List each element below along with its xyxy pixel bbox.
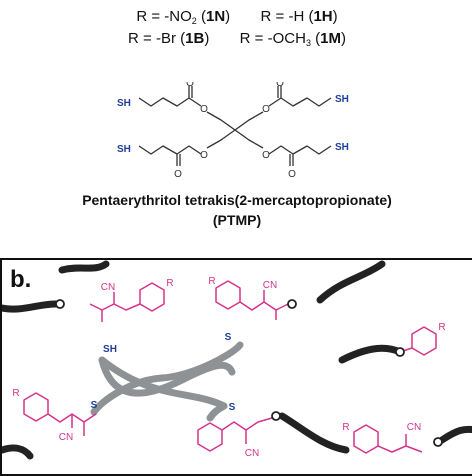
carbonyl-oxygen: O [186,82,194,89]
crosslinker-arm [206,402,228,422]
ester-oxygen-node [395,347,405,357]
ester-oxygen: O [262,150,270,161]
ester-oxygen: O [200,104,208,115]
r-label: R [166,278,173,289]
phenyl-ring [411,326,437,356]
carbonyl-oxygen: O [288,169,296,180]
network-panel: R CN R CN R CN CN R R CN SH S S S b. [0,258,472,476]
phenyl-ring [215,280,241,310]
r-group-line-2: R = -Br (1B) R = -OCH3 (1M) [0,30,474,48]
nitrile-label: CN [263,280,277,291]
ptmp-structure: O O O O O O O O SH SH SH SH [117,82,349,180]
phenyl-ring [139,282,165,312]
crosslinker-arm [98,356,228,410]
ester-oxygen-node [271,411,281,421]
ester-oxygen: O [200,150,208,161]
thiol-label: SH [335,94,349,105]
compound-name: Pentaerythritol tetrakis(2-mercaptopropi… [82,192,392,208]
phenyl-ring [23,392,49,422]
thiol-label: SH [117,98,131,109]
carbonyl-oxygen: O [174,169,182,180]
crosslinker-arm [98,356,236,397]
phenyl-ring [353,424,379,454]
polymer-chain [278,412,350,454]
thiol-label: SH [117,144,131,155]
compound-abbreviation: (PTMP) [212,212,262,228]
r-label: R [208,276,215,287]
polymer-chain [338,344,404,364]
ester-oxygen-node [433,437,443,447]
phenyl-ring [197,422,223,452]
ester-oxygen-node [287,299,297,309]
r-group-hydrogen: R = -H (1H) [260,8,338,25]
nitrile-label: CN [101,282,115,293]
polymer-chain [316,260,386,304]
ester-oxygen-node [55,299,65,309]
nitrile-label: CN [245,448,259,459]
polymer-chain [438,425,472,444]
r-group-bromo: R = -Br (1B) [128,30,210,47]
r-group-methoxy: R = -OCH3 (1M) [239,30,346,48]
r-label: R [12,388,19,399]
polymer-chain [2,300,60,313]
r-group-line-1: R = -NO2 (1N) R = -H (1H) [0,8,474,26]
r-group-nitro: R = -NO2 (1N) [136,8,231,26]
thioether-label: S [229,402,236,413]
r-label: R [342,422,349,433]
nitrile-label: CN [407,422,421,433]
r-label: R [438,322,445,333]
carbonyl-oxygen: O [276,82,284,89]
panel-label: b. [10,266,32,293]
polymer-chain [2,444,34,460]
nitrile-label: CN [59,432,73,443]
polymer-chain [58,260,110,274]
thioether-label: S [91,400,98,411]
ester-oxygen: O [262,104,270,115]
thiol-label: SH [335,142,349,153]
crosslinker-arm [90,341,244,416]
thiol-label: SH [103,344,117,355]
thioether-label: S [225,332,232,343]
thiol-ene-network-diagram: R CN R CN R CN CN R R CN SH S S S [2,260,472,460]
